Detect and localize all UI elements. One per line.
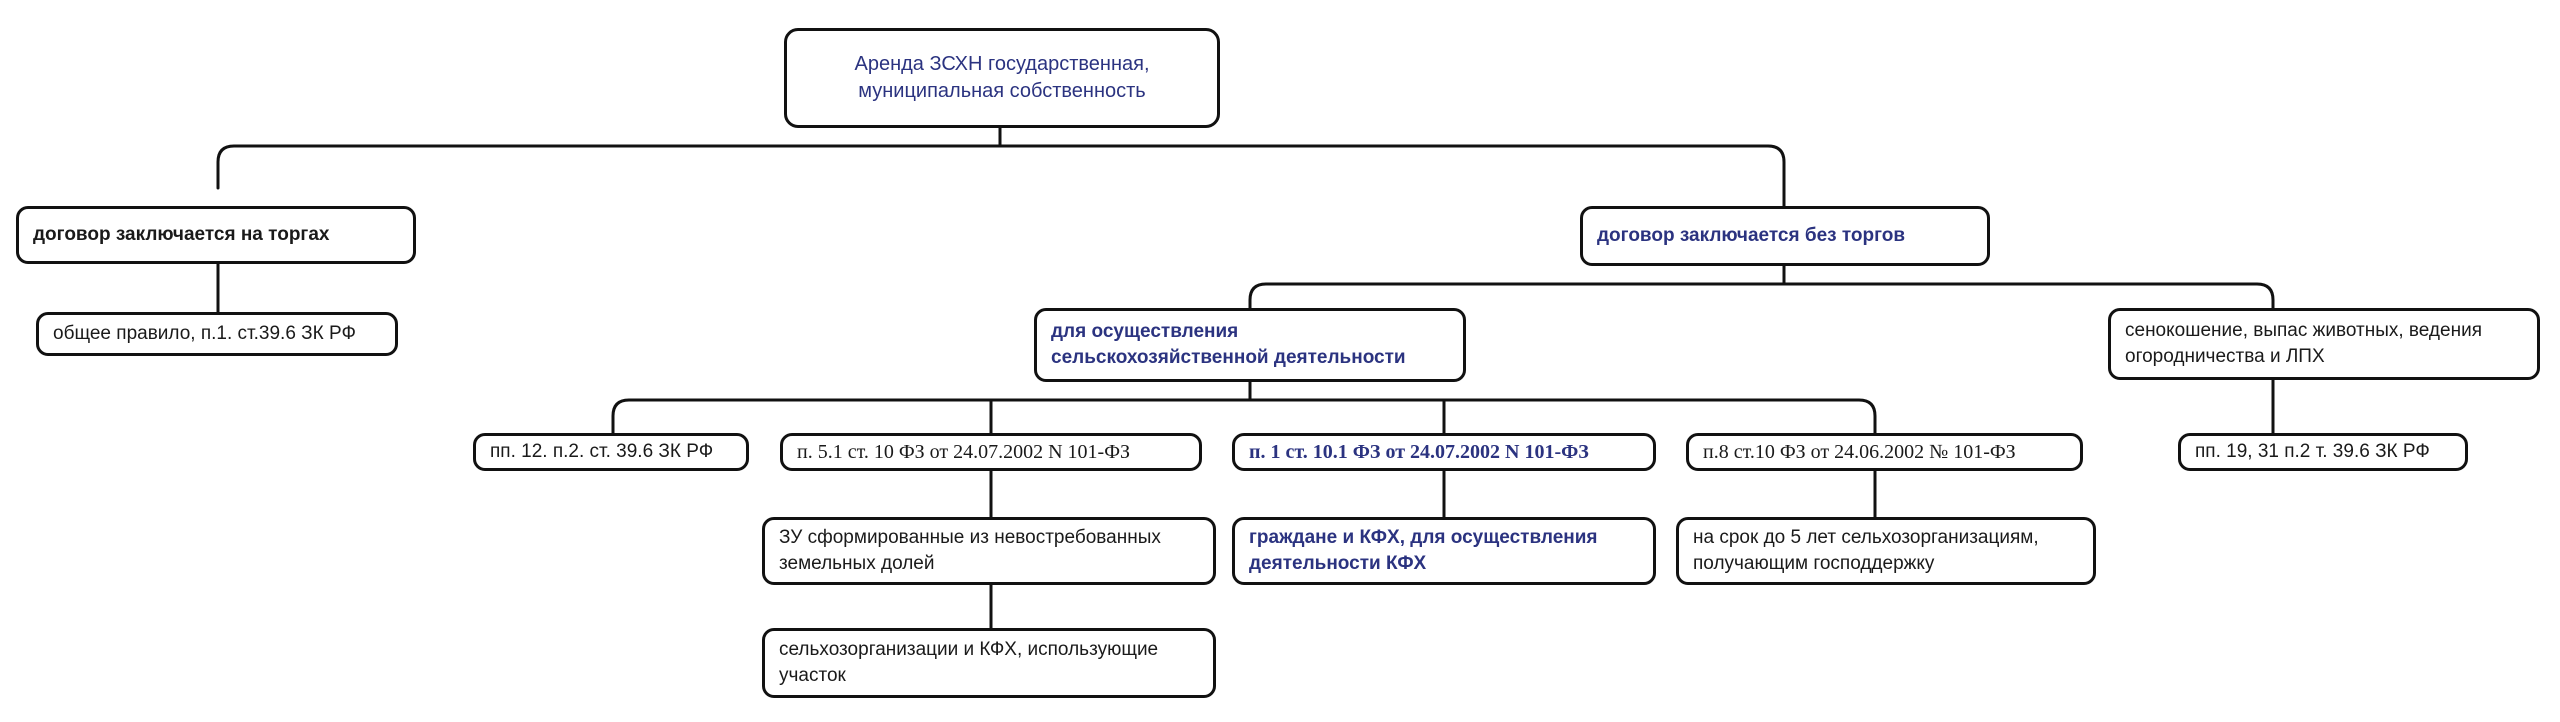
node-kfh: граждане и КФХ, для осуществления деятел… [1232,517,1656,585]
node-users-text: сельхозорганизации и КФХ, использующие у… [779,639,1159,686]
node-basis-4-text: п.8 ст.10 ФЗ от 24.06.2002 № 101-ФЗ [1703,440,2016,463]
node-five-years-text: на срок до 5 лет сельхозорганизациям, по… [1693,527,2039,574]
node-basis-2: п. 5.1 ст. 10 ФЗ от 24.07.2002 N 101-ФЗ [780,433,1202,471]
connector-no-auction-to-children [1248,264,2275,310]
node-unclaimed-shares-text: ЗУ сформированные из невостребованных зе… [779,527,1161,574]
node-no-auction: договор заключается без торгов [1580,206,1990,266]
node-unclaimed-shares: ЗУ сформированные из невостребованных зе… [762,517,1216,585]
node-haymaking-basis-text: пп. 19, 31 п.2 т. 39.6 ЗК РФ [2195,441,2430,463]
node-haymaking-basis: пп. 19, 31 п.2 т. 39.6 ЗК РФ [2178,433,2468,471]
node-auction: договор заключается на торгах [16,206,416,264]
node-no-auction-text: договор заключается без торгов [1597,225,1906,247]
node-auction-text: договор заключается на торгах [33,224,330,246]
node-auction-rule: общее правило, п.1. ст.39.6 ЗК РФ [36,312,398,356]
node-basis-1-text: пп. 12. п.2. ст. 39.6 ЗК РФ [490,441,714,463]
node-root-text: Аренда ЗСХН государственная, муниципальн… [854,53,1150,102]
node-root: Аренда ЗСХН государственная, муниципальн… [784,28,1220,128]
node-five-years: на срок до 5 лет сельхозорганизациям, по… [1676,517,2096,585]
node-agri-activity-text: для осуществления сельскохозяйственной д… [1051,321,1406,368]
node-basis-4: п.8 ст.10 ФЗ от 24.06.2002 № 101-ФЗ [1686,433,2083,471]
node-haymaking-text: сенокошение, выпас животных, ведения ого… [2125,320,2482,367]
connector-agri-to-bases [611,380,1877,435]
connector-root-to-branches [216,126,1786,208]
node-basis-1: пп. 12. п.2. ст. 39.6 ЗК РФ [473,433,749,471]
node-kfh-text: граждане и КФХ, для осуществления деятел… [1249,527,1598,574]
node-basis-3: п. 1 ст. 10.1 ФЗ от 24.07.2002 N 101-ФЗ [1232,433,1656,471]
node-haymaking: сенокошение, выпас животных, ведения ого… [2108,308,2540,380]
node-basis-3-text: п. 1 ст. 10.1 ФЗ от 24.07.2002 N 101-ФЗ [1249,440,1589,463]
node-agri-activity: для осуществления сельскохозяйственной д… [1034,308,1466,382]
node-users: сельхозорганизации и КФХ, использующие у… [762,628,1216,698]
node-auction-rule-text: общее правило, п.1. ст.39.6 ЗК РФ [53,323,356,345]
node-basis-2-text: п. 5.1 ст. 10 ФЗ от 24.07.2002 N 101-ФЗ [797,440,1131,463]
